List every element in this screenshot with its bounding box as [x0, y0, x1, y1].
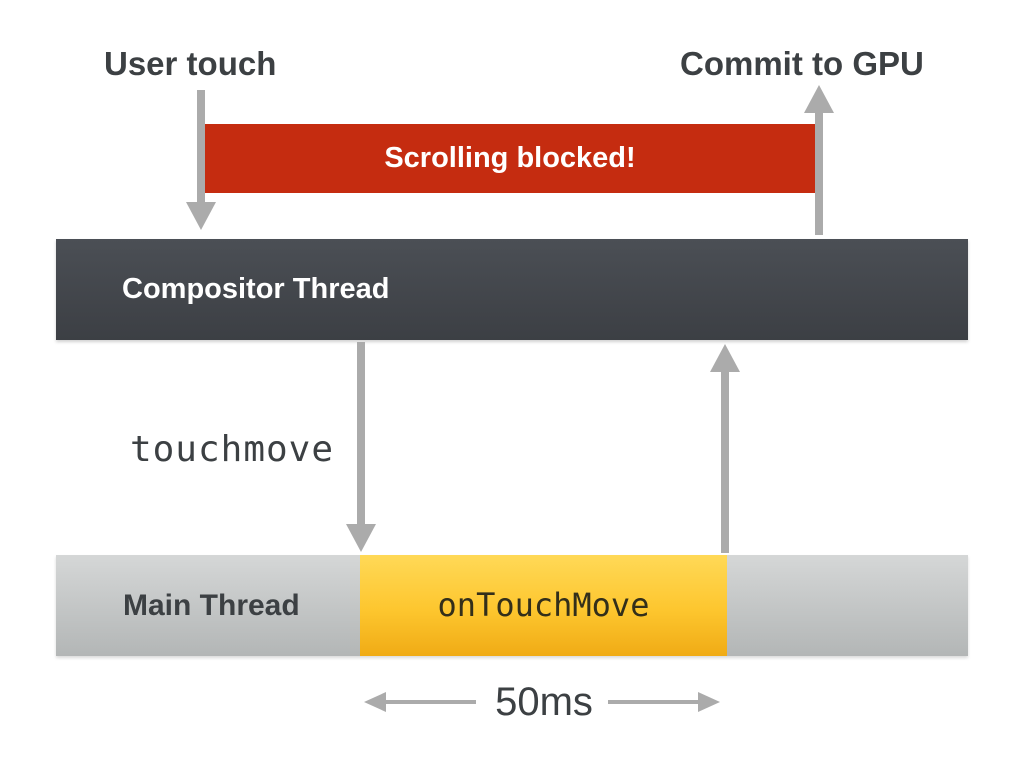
arrow-head-down-icon	[346, 524, 376, 552]
duration-left-arrow	[364, 692, 476, 712]
main-to-compositor-up-arrow	[710, 344, 740, 553]
main-thread-label: Main Thread	[123, 589, 300, 622]
arrow-head-up-icon	[710, 344, 740, 372]
arrow-shaft	[608, 700, 698, 704]
ontouchmove-task-segment: onTouchMove	[360, 555, 727, 656]
touchmove-event-label: touchmove	[129, 429, 335, 470]
scrolling-blocked-banner: Scrolling blocked!	[205, 124, 815, 193]
commit-to-gpu-label: Commit to GPU	[680, 45, 924, 82]
arrow-head-up-icon	[804, 85, 834, 113]
compositor-thread-bar: Compositor Thread	[56, 239, 968, 340]
user-touch-down-arrow	[186, 90, 216, 230]
arrow-head-right-icon	[698, 692, 720, 712]
arrow-shaft	[815, 113, 823, 235]
arrow-shaft	[197, 90, 205, 202]
compositor-to-main-down-arrow	[346, 342, 376, 552]
duration-right-arrow	[608, 692, 720, 712]
duration-label: 50ms	[495, 680, 593, 724]
arrow-shaft	[721, 372, 729, 553]
main-thread-bar: Main Thread onTouchMove	[56, 555, 968, 656]
arrow-head-left-icon	[364, 692, 386, 712]
user-touch-label: User touch	[104, 45, 277, 82]
arrow-head-down-icon	[186, 202, 216, 230]
arrow-shaft	[357, 342, 365, 524]
commit-to-gpu-up-arrow	[804, 85, 834, 235]
arrow-shaft	[386, 700, 476, 704]
